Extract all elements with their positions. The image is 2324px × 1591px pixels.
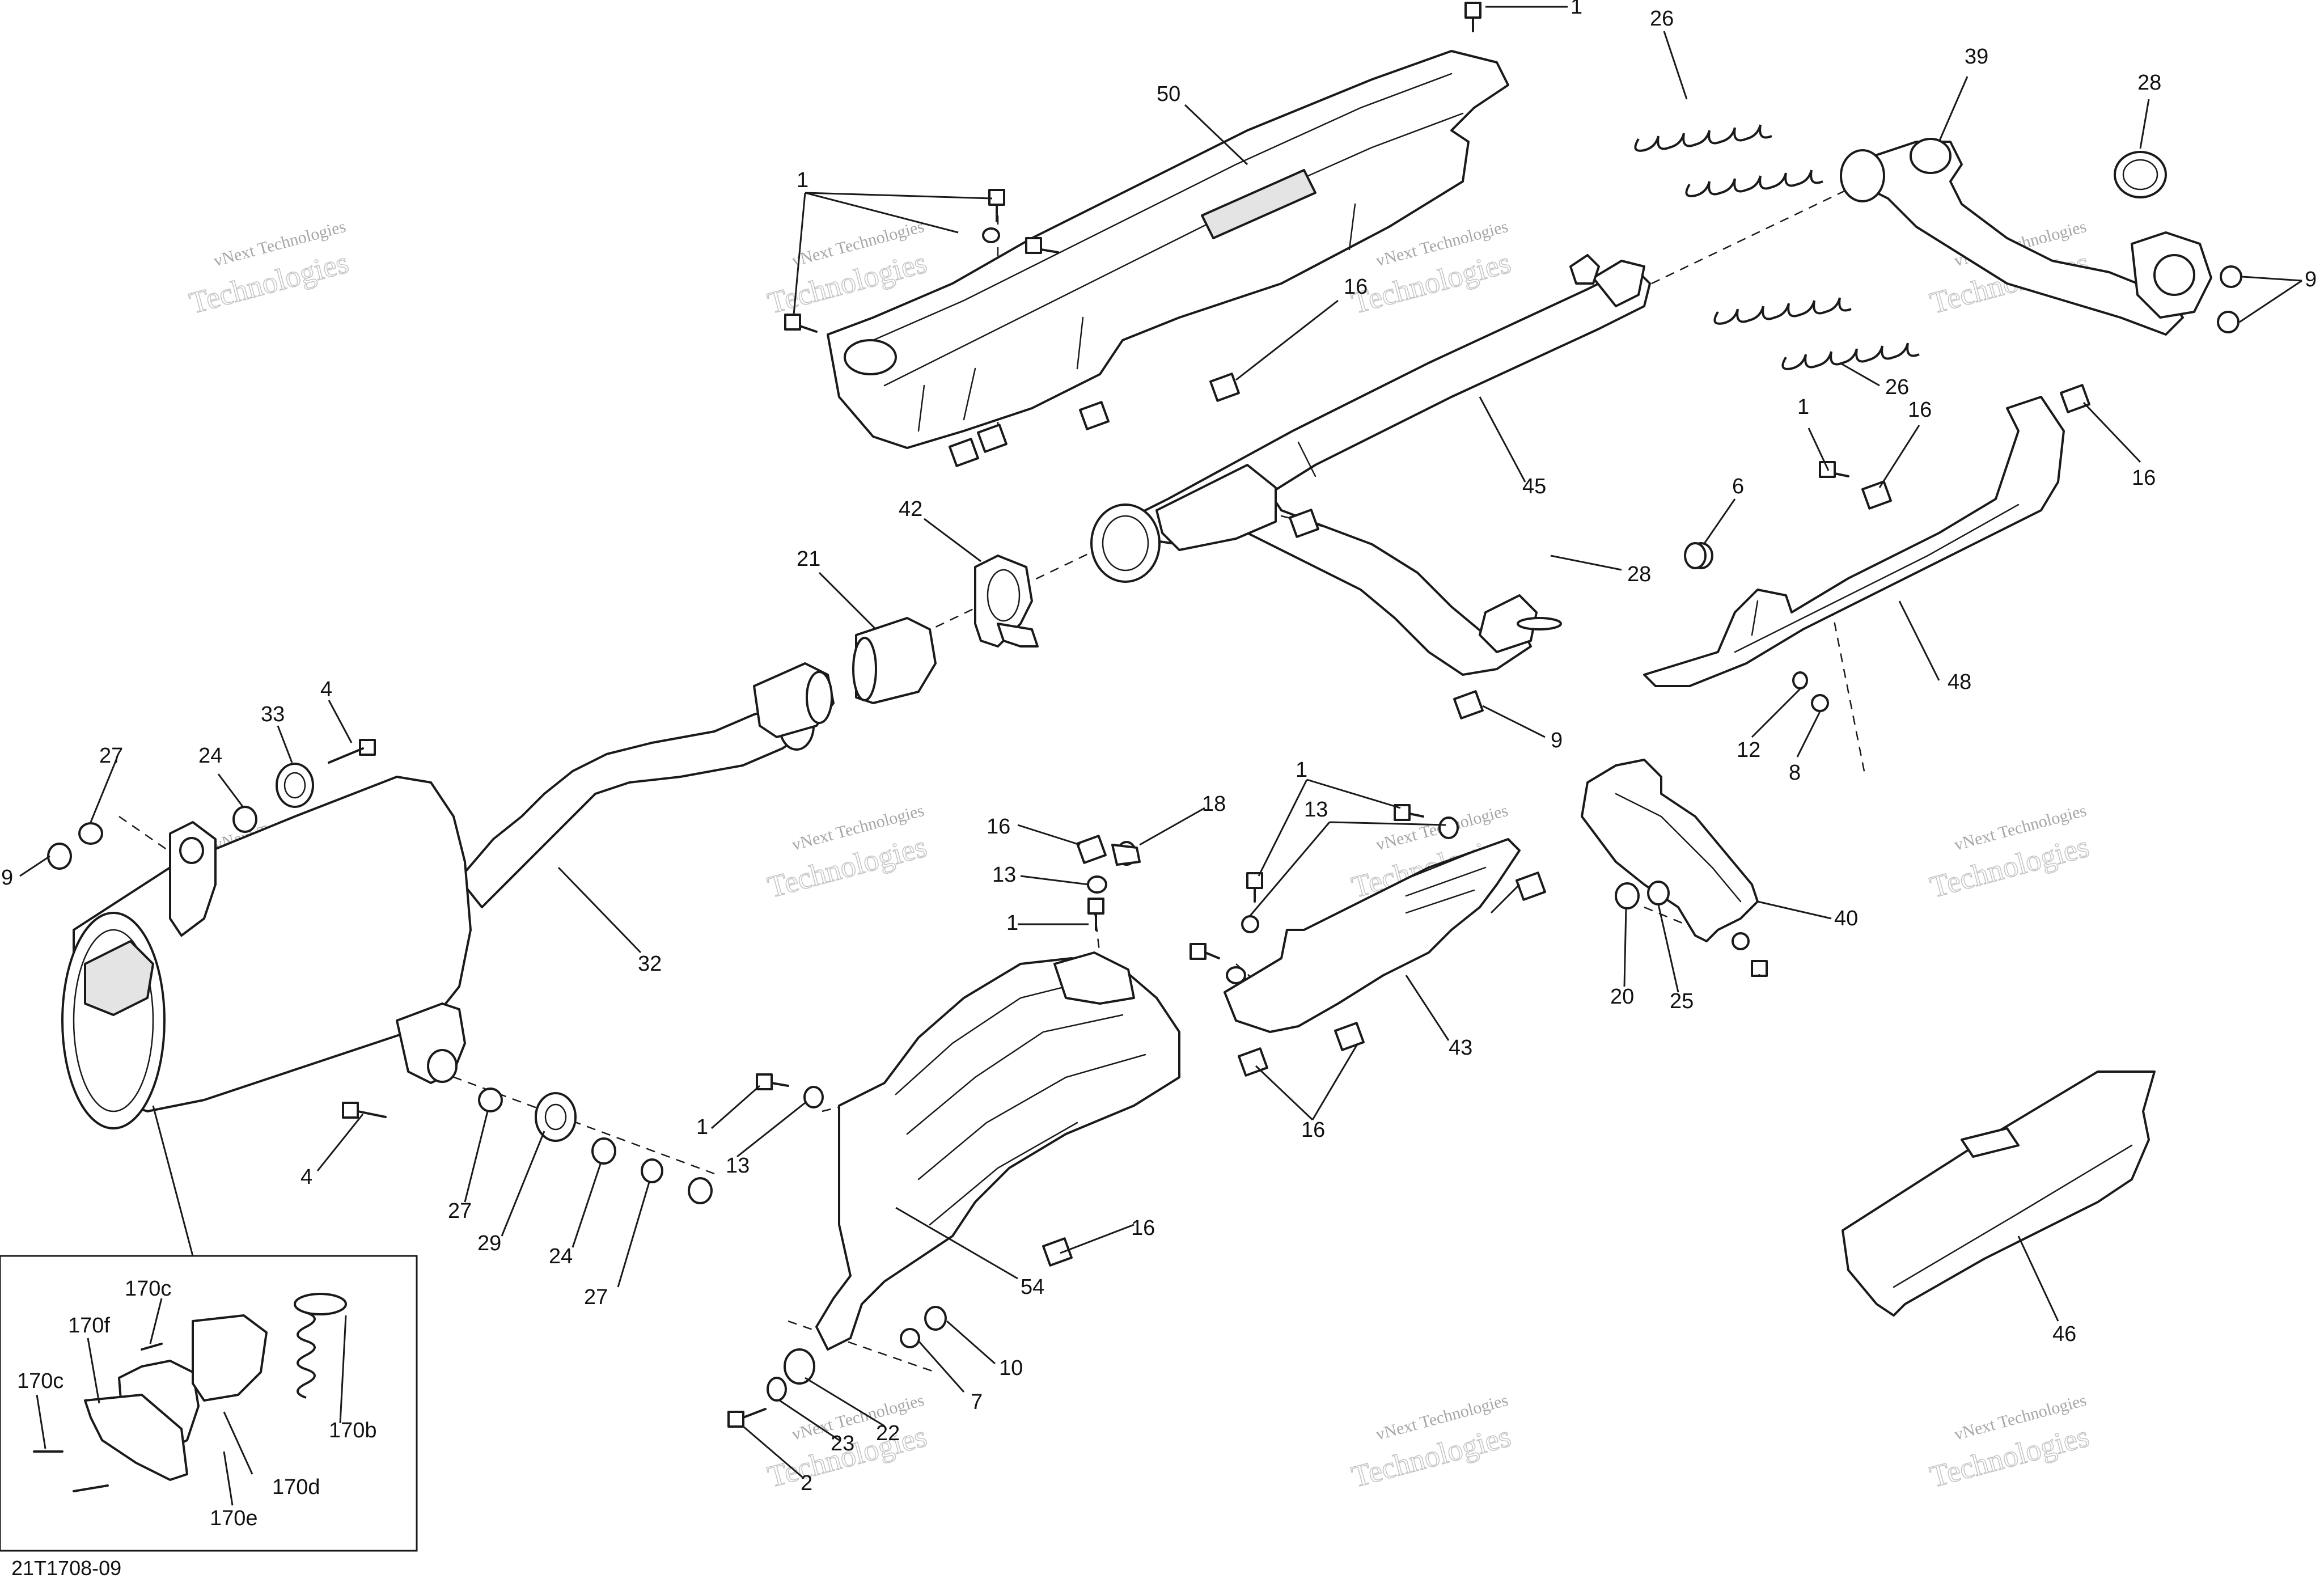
- callout-54: 54: [1021, 1275, 1044, 1299]
- mid-pipe-45: [1090, 254, 1651, 676]
- callout-25: 25: [1670, 989, 1694, 1013]
- muffler-32: [61, 662, 835, 1129]
- watermark: vNext Technologies Technologies: [185, 217, 352, 321]
- callout-43: 43: [1449, 1036, 1472, 1060]
- callout-50: 50: [1157, 82, 1180, 106]
- header-pipe-39: [1840, 138, 2212, 336]
- heat-shield-48: [1643, 396, 2065, 687]
- callout-16: 16: [1301, 1118, 1325, 1142]
- callout-16: 16: [987, 815, 1010, 839]
- callout-9: 9: [1, 866, 13, 890]
- callout-16: 16: [1908, 398, 1932, 422]
- callout-29: 29: [477, 1232, 501, 1255]
- callout-170b: 170b: [329, 1419, 377, 1442]
- callout-170c: 170c: [125, 1277, 171, 1301]
- callout-33: 33: [261, 703, 285, 726]
- callout-12: 12: [1737, 738, 1760, 762]
- heat-shield-46: [1842, 1070, 2156, 1317]
- heat-shield-50: [827, 50, 1509, 449]
- callout-45: 45: [1522, 475, 1546, 498]
- callout-13: 13: [1304, 798, 1328, 822]
- callout-16: 16: [1344, 275, 1368, 299]
- callout-6: 6: [1732, 475, 1744, 498]
- callout-32: 32: [638, 952, 662, 976]
- spring-26: [1781, 342, 1920, 370]
- callout-46: 46: [2052, 1322, 2076, 1346]
- sleeve-21: [852, 617, 937, 704]
- callout-26: 26: [1650, 7, 1674, 31]
- watermark: vNext Technologies Technologies: [1348, 1391, 1514, 1495]
- callout-4: 4: [320, 678, 332, 701]
- callout-18: 18: [1202, 792, 1226, 816]
- callout-27: 27: [584, 1285, 608, 1309]
- clamp-42: [974, 555, 1039, 648]
- callout-1: 1: [1296, 758, 1307, 782]
- heat-shield-54: [815, 951, 1180, 1351]
- svg-text:Technologies: Technologies: [1348, 1419, 1514, 1493]
- heat-shield-43: [1224, 838, 1521, 1033]
- svg-text:Technologies: Technologies: [186, 245, 352, 320]
- callout-42: 42: [899, 497, 922, 521]
- callout-39: 39: [1965, 45, 1988, 69]
- callout-9: 9: [2305, 268, 2317, 291]
- watermark: vNext Technologies Technologies: [764, 801, 930, 905]
- callout-22: 22: [876, 1421, 900, 1445]
- svg-text:Technologies: Technologies: [1927, 1419, 2093, 1493]
- gasket-28-top: [2114, 151, 2167, 198]
- callout-28: 28: [1627, 562, 1651, 586]
- callout-13: 13: [992, 863, 1016, 887]
- callout-1: 1: [1571, 0, 1582, 19]
- callout-10: 10: [999, 1356, 1023, 1380]
- callout-4: 4: [300, 1165, 312, 1189]
- watermark: vNext Technologies Technologies: [1926, 801, 2093, 905]
- callout-2: 2: [801, 1471, 812, 1495]
- callout-170e: 170e: [210, 1507, 258, 1530]
- callout-21: 21: [797, 547, 820, 571]
- callout-9: 9: [1551, 729, 1563, 752]
- callout-1: 1: [1006, 911, 1018, 935]
- callout-8: 8: [1789, 761, 1801, 785]
- callout-40: 40: [1834, 907, 1858, 930]
- spring-26: [1713, 297, 1852, 325]
- callout-24: 24: [549, 1245, 573, 1268]
- callout-16: 16: [2132, 466, 2156, 490]
- spring-26: [1685, 170, 1823, 197]
- callout-24: 24: [198, 744, 222, 768]
- inset-detail-170: [0, 1105, 418, 1552]
- svg-text:Technologies: Technologies: [764, 1419, 930, 1493]
- callout-27: 27: [448, 1199, 472, 1223]
- callout-16: 16: [1131, 1216, 1155, 1240]
- callout-170c: 170c: [17, 1369, 64, 1393]
- callout-27: 27: [99, 744, 123, 768]
- callout-170d: 170d: [272, 1475, 320, 1499]
- callout-1: 1: [696, 1115, 708, 1139]
- callout-labels: 1 26 39 28 50 1 16 9 26 45 1 16 16 6 42 …: [1, 0, 2317, 1530]
- callout-1: 1: [797, 168, 808, 192]
- callout-23: 23: [831, 1432, 854, 1455]
- leader-lines: [19, 6, 2302, 1506]
- callout-170f: 170f: [68, 1314, 110, 1338]
- watermark: vNext Technologies Technologies: [1926, 1391, 2093, 1495]
- svg-text:Technologies: Technologies: [1927, 829, 2093, 904]
- callout-1: 1: [1797, 395, 1809, 419]
- callout-48: 48: [1948, 670, 1971, 694]
- spring-26: [1634, 124, 1772, 152]
- callout-7: 7: [971, 1390, 983, 1414]
- svg-text:Technologies: Technologies: [1348, 245, 1514, 320]
- callout-20: 20: [1610, 985, 1634, 1009]
- callout-28: 28: [2137, 71, 2161, 95]
- callout-13: 13: [726, 1154, 750, 1178]
- figure-reference-code: 21T1708-09: [11, 1556, 121, 1580]
- callout-26: 26: [1885, 375, 1909, 399]
- fasteners: [47, 2, 2242, 1428]
- heat-shield-40: [1581, 759, 1759, 942]
- svg-text:Technologies: Technologies: [764, 829, 930, 904]
